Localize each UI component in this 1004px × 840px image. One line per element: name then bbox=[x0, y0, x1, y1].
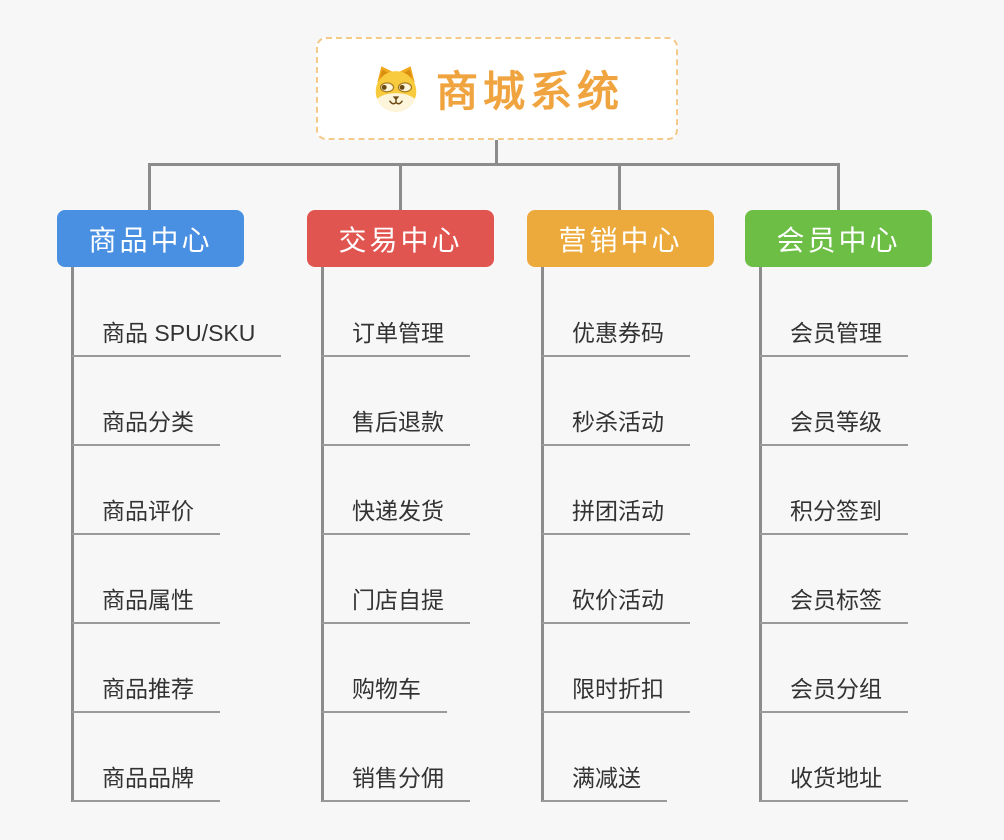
leaf-node[interactable]: 商品 SPU/SKU bbox=[72, 311, 282, 357]
branch-node-trade-center[interactable]: 交易中心 bbox=[307, 210, 494, 267]
leaf-node[interactable]: 拼团活动 bbox=[542, 489, 690, 535]
leaf-node[interactable]: 收货地址 bbox=[760, 756, 908, 802]
connector-rail bbox=[148, 163, 840, 166]
leaf-node[interactable]: 购物车 bbox=[322, 667, 447, 713]
leaf-node[interactable]: 会员管理 bbox=[760, 311, 908, 357]
leaf-node[interactable]: 满减送 bbox=[542, 756, 667, 802]
root-node[interactable]: 商城系统 bbox=[316, 37, 678, 140]
leaf-node[interactable]: 优惠券码 bbox=[542, 311, 690, 357]
connector-drop bbox=[837, 163, 840, 210]
leaf-node[interactable]: 商品品牌 bbox=[72, 756, 220, 802]
leaf-node[interactable]: 砍价活动 bbox=[542, 578, 690, 624]
connector-drop bbox=[618, 163, 621, 210]
leaf-node[interactable]: 商品推荐 bbox=[72, 667, 220, 713]
branch-node-marketing-center[interactable]: 营销中心 bbox=[527, 210, 714, 267]
connector-drop bbox=[399, 163, 402, 210]
leaf-node[interactable]: 商品分类 bbox=[72, 400, 220, 446]
connector-drop bbox=[148, 163, 151, 210]
leaf-node[interactable]: 秒杀活动 bbox=[542, 400, 690, 446]
leaf-node[interactable]: 积分签到 bbox=[760, 489, 908, 535]
leaf-node[interactable]: 门店自提 bbox=[322, 578, 470, 624]
leaf-node[interactable]: 订单管理 bbox=[322, 311, 470, 357]
leaf-node[interactable]: 商品评价 bbox=[72, 489, 220, 535]
branch-node-product-center[interactable]: 商品中心 bbox=[57, 210, 244, 267]
root-title: 商城系统 bbox=[435, 68, 624, 115]
leaf-node[interactable]: 快递发货 bbox=[322, 489, 470, 535]
branch-node-member-center[interactable]: 会员中心 bbox=[745, 210, 932, 267]
leaf-node[interactable]: 会员标签 bbox=[760, 578, 908, 624]
leaf-node[interactable]: 会员分组 bbox=[760, 667, 908, 713]
leaf-node[interactable]: 售后退款 bbox=[322, 400, 470, 446]
leaf-node[interactable]: 销售分佣 bbox=[322, 756, 470, 802]
connector-root-stub bbox=[495, 140, 498, 164]
dog-face-icon bbox=[370, 63, 422, 115]
leaf-node[interactable]: 限时折扣 bbox=[542, 667, 690, 713]
leaf-node[interactable]: 会员等级 bbox=[760, 400, 908, 446]
leaf-node[interactable]: 商品属性 bbox=[72, 578, 220, 624]
